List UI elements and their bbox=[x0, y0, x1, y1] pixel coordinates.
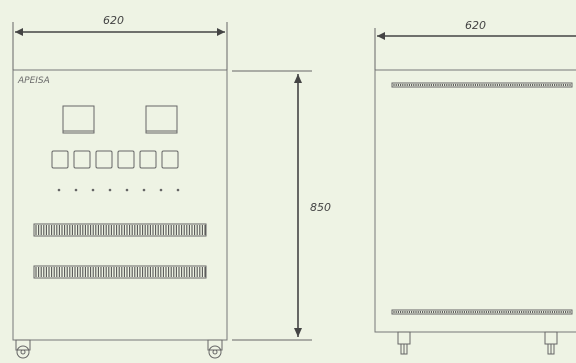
control-button bbox=[51, 150, 69, 169]
front-vent-upper bbox=[33, 223, 207, 237]
front-wheel-left bbox=[15, 339, 31, 359]
control-button bbox=[73, 150, 91, 169]
height-dimension: 850 bbox=[232, 70, 331, 341]
side-foot-left bbox=[397, 331, 411, 355]
side-foot-right bbox=[544, 331, 558, 355]
vent-frame bbox=[391, 82, 573, 88]
indicator-dot bbox=[142, 188, 146, 192]
brand-logo: APEISA bbox=[17, 76, 50, 86]
front-cabinet-outline bbox=[12, 69, 228, 341]
control-button bbox=[95, 150, 113, 169]
side-cabinet-outline bbox=[374, 69, 576, 333]
button-row bbox=[51, 150, 179, 169]
height-label: 850 bbox=[310, 201, 331, 214]
front-view: APEISA 620 bbox=[12, 14, 228, 359]
control-button bbox=[161, 150, 179, 169]
indicator-row bbox=[57, 188, 180, 192]
indicator-dot bbox=[74, 188, 78, 192]
indicator-dot bbox=[176, 188, 180, 192]
indicator-dot bbox=[159, 188, 163, 192]
vent-frame bbox=[33, 223, 207, 237]
side-vent-upper bbox=[391, 82, 573, 88]
indicator-dot bbox=[125, 188, 129, 192]
side-width-dimension: 620 bbox=[374, 19, 576, 70]
side-view: 620 bbox=[374, 19, 576, 355]
front-width-label: 620 bbox=[103, 14, 124, 27]
front-vent-lower bbox=[33, 265, 207, 279]
vent-frame bbox=[33, 265, 207, 279]
vent-frame bbox=[391, 309, 573, 315]
side-width-label: 620 bbox=[465, 19, 486, 32]
meter-left bbox=[62, 105, 95, 134]
indicator-dot bbox=[108, 188, 112, 192]
control-button bbox=[139, 150, 157, 169]
control-button bbox=[117, 150, 135, 169]
front-wheel-right bbox=[207, 339, 223, 359]
front-width-dimension: 620 bbox=[12, 14, 228, 70]
side-vent-lower bbox=[391, 309, 573, 315]
meter-right bbox=[145, 105, 178, 134]
indicator-dot bbox=[91, 188, 95, 192]
indicator-dot bbox=[57, 188, 61, 192]
